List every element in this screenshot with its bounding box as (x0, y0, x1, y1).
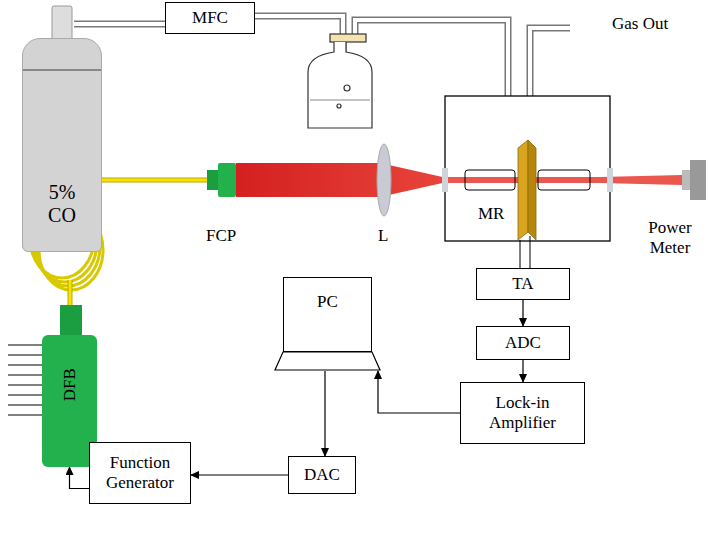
pin-line (8, 355, 42, 356)
dfb-connector (60, 305, 82, 335)
gas-pipe (255, 16, 570, 100)
pin-line (8, 415, 42, 416)
part-label: L (378, 226, 388, 246)
bubbler-bottle (308, 34, 372, 128)
pin-line (8, 405, 42, 406)
node-text: MFC (192, 8, 228, 28)
pin-line (8, 345, 42, 346)
cylinder-band (23, 69, 101, 71)
lens (377, 144, 391, 216)
laptop-base (275, 352, 380, 370)
power-meter (682, 160, 706, 200)
pin-line (8, 385, 42, 386)
signal-arrow (191, 475, 288, 476)
resonator-tube (465, 170, 515, 190)
signal-arrow (325, 371, 326, 456)
outlet-label: Gas Out (612, 14, 668, 34)
pin-line (8, 395, 42, 396)
gas-cylinder: 5% CO (22, 38, 102, 252)
signal-arrow (523, 300, 524, 326)
signal-wire (530, 236, 531, 268)
process-box: TA (476, 268, 570, 300)
fiber-collimator (207, 163, 236, 197)
resonator-tube (538, 170, 590, 190)
signal-arrow (70, 467, 90, 489)
node-text: Lock-in Amplifier (473, 393, 573, 432)
node-text: DFB (60, 368, 80, 401)
node-text: TA (512, 274, 533, 294)
node-text: ADC (505, 333, 541, 353)
gas-pipe (74, 24, 165, 25)
process-box: MFC (165, 2, 255, 34)
signal-wire (520, 240, 521, 268)
process-box: Function Generator (89, 442, 191, 504)
laser-beam (447, 175, 682, 185)
laser-pins (8, 345, 42, 415)
part-label: FCP (206, 226, 236, 246)
window (442, 168, 448, 192)
node-text: 5% CO (45, 181, 79, 227)
part-label: Power Meter (640, 218, 700, 257)
process-box: DAC (288, 456, 356, 494)
node-text: DAC (304, 465, 340, 485)
node-text: Function Generator (95, 453, 185, 492)
part-label: MR (478, 204, 504, 224)
process-box: Lock-in Amplifier (460, 382, 585, 444)
gas-cell (445, 96, 610, 241)
pin-line (8, 365, 42, 366)
signal-arrow (378, 371, 460, 413)
pin-line (8, 375, 42, 376)
node-text: PC (317, 292, 338, 312)
process-box: ADC (476, 326, 570, 360)
window (607, 168, 613, 192)
signal-arrow (523, 360, 524, 382)
tuning-fork (518, 140, 536, 240)
laser-beam (236, 163, 447, 197)
laptop-screen: PC (283, 277, 372, 352)
cylinder-valve (52, 6, 72, 40)
